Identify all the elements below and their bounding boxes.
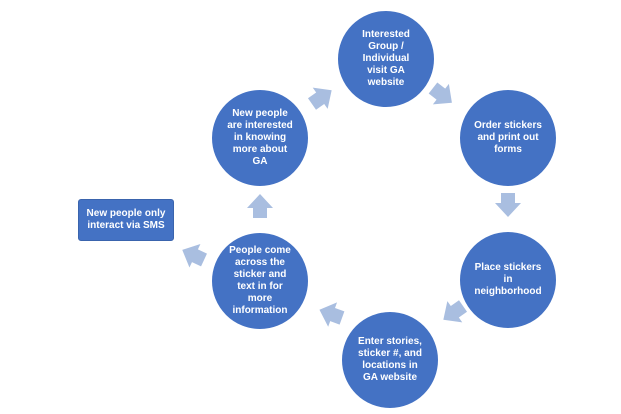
sms-only-box: New people only interact via SMS [78, 199, 174, 241]
node-people-come-across-label: People come across the sticker and text … [229, 245, 291, 316]
node-enter-stories-label: Enter stories, sticker #, and locations … [358, 336, 422, 383]
node-order-stickers-label: Order stickers and print out forms [474, 120, 542, 155]
node-visit-website-circle [336, 9, 436, 109]
arrow-visit-to-order [428, 82, 452, 105]
node-order-stickers-circle [458, 88, 558, 188]
node-enter-stories-circle [340, 310, 440, 410]
node-place-stickers-label: Place stickers in neighborhood [474, 262, 542, 297]
arrow-enter-to-people [319, 302, 345, 327]
node-place-stickers-circle [458, 230, 558, 330]
node-people-come-across-circle [210, 231, 310, 331]
arrow-order-to-place [495, 193, 521, 217]
arrow-people-to-sms-box [182, 243, 207, 268]
arrow-new-people-to-visit [307, 87, 332, 110]
node-visit-website-label: Interested Group / Individual visit GA w… [362, 29, 410, 88]
node-new-people-interested-label: New people are interested in knowing mor… [227, 108, 293, 167]
arrow-place-to-enter [443, 300, 468, 323]
arrow-people-to-new-people [247, 194, 273, 218]
node-new-people-interested-circle [210, 88, 310, 188]
